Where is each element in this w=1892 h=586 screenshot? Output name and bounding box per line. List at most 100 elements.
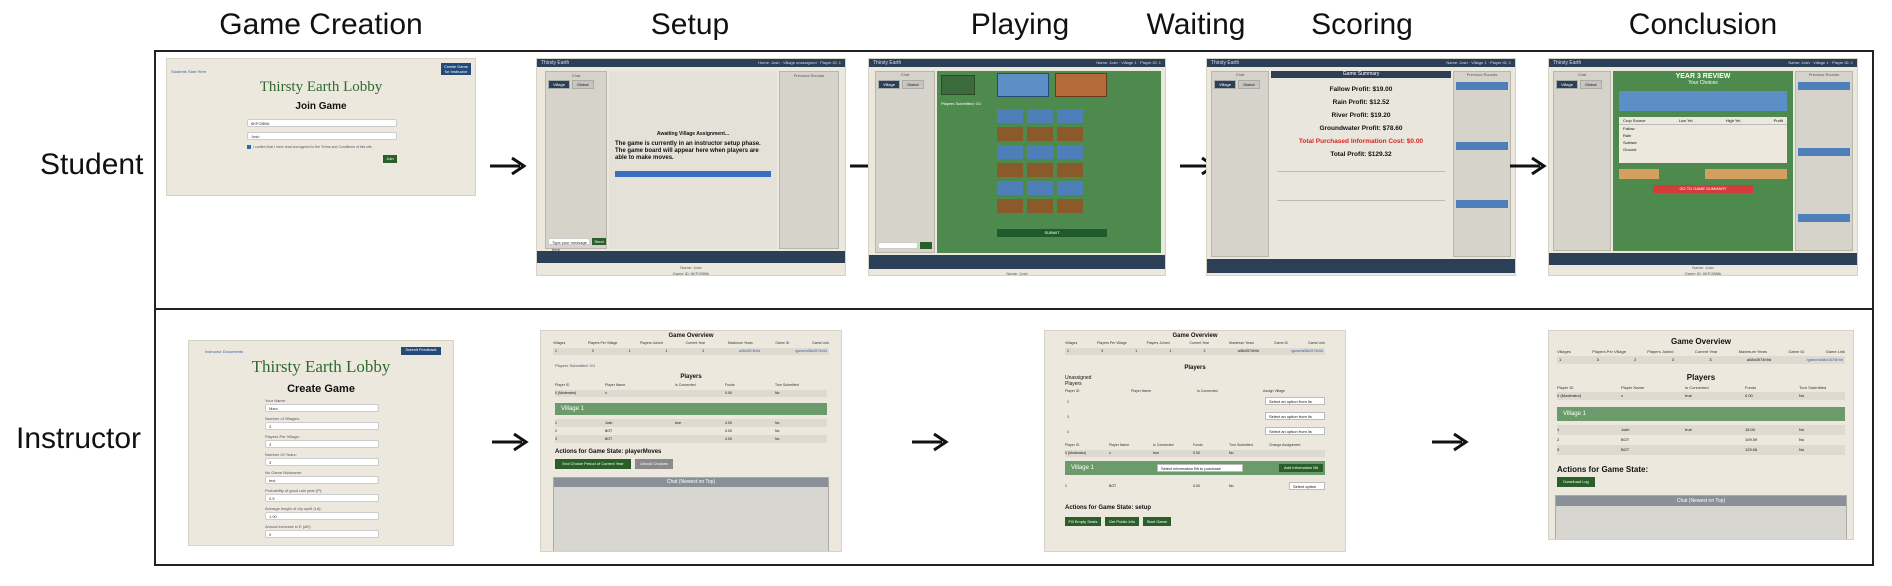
grid-cell[interactable] — [997, 109, 1023, 123]
tab-global[interactable]: Global — [901, 80, 924, 89]
annual-increase-field[interactable]: 0 — [265, 530, 379, 538]
tab-global[interactable]: Global — [1579, 80, 1602, 89]
villages-field[interactable]: 3 — [265, 422, 379, 430]
start-game-button[interactable]: Start Game — [1143, 517, 1171, 526]
tab-village[interactable]: Village — [1214, 80, 1236, 89]
message-input[interactable]: Type your message here — [548, 238, 590, 252]
fill-empty-seats-button[interactable]: Fill Empty Seats — [1065, 517, 1101, 526]
player-turn: No — [775, 421, 780, 425]
end-choice-button[interactable]: End Choice Period of Current Year — [555, 459, 631, 469]
tab-village[interactable]: Village — [1556, 80, 1578, 89]
col-game-id: Game ID — [1274, 341, 1289, 345]
create-game-heading: Create Game — [287, 383, 355, 395]
grid-cell[interactable] — [997, 127, 1023, 141]
grid-cell[interactable] — [1027, 163, 1053, 177]
col-high-yield: High Yel — [1725, 118, 1741, 123]
create-game-button[interactable]: Create Game for Instructor — [441, 63, 471, 75]
weather-strip — [1798, 82, 1850, 90]
download-log-button[interactable]: Download Log — [1557, 477, 1595, 487]
rain-probability-field[interactable]: 0.5 — [265, 494, 379, 502]
col-game-id: Game ID — [775, 341, 790, 345]
tab-village[interactable]: Village — [548, 80, 570, 89]
row-rain: Rain — [1623, 133, 1632, 138]
name-field[interactable]: Josh — [247, 132, 397, 140]
years-field[interactable]: 3 — [265, 458, 379, 466]
submit-button[interactable]: SUBMIT — [997, 229, 1107, 237]
col-player-name: Player Name — [1131, 389, 1152, 393]
players-per-village-field[interactable]: 3 — [265, 440, 379, 448]
col-villages: Villages — [1557, 349, 1571, 354]
assign-village-select[interactable]: Select an option from lis — [1265, 427, 1325, 435]
grid-cell[interactable] — [1057, 163, 1083, 177]
grid-cell[interactable] — [997, 145, 1023, 159]
row-surface: Surface — [1623, 140, 1637, 145]
col-is-connected: Is Connected — [1197, 389, 1218, 393]
grid-cell[interactable] — [997, 181, 1023, 195]
game-link[interactable]: /game/a08c0574h9d — [1806, 357, 1843, 362]
player-funds: 0.00 — [725, 437, 732, 441]
lobby-title: Thirsty Earth Lobby — [251, 357, 391, 376]
profit-box — [1705, 169, 1787, 179]
grid-cell[interactable] — [1027, 127, 1053, 141]
game-summary-button[interactable]: GO TO GAME SUMMARY — [1653, 185, 1753, 193]
info-bit-select[interactable]: Select information Bit to purchase — [1157, 464, 1243, 472]
game-link[interactable]: /game/a08c0574h9d — [1291, 349, 1323, 353]
grid-cell[interactable] — [1057, 127, 1083, 141]
col-change-assignment: Change Assignment — [1269, 443, 1301, 447]
change-assignment-select[interactable]: Select option — [1289, 482, 1325, 490]
send-button[interactable]: Send — [592, 238, 606, 245]
nickname-field[interactable]: test — [265, 476, 379, 484]
add-info-bit-button[interactable]: Add Information Bit — [1279, 464, 1323, 472]
tab-global[interactable]: Global — [1237, 80, 1260, 89]
unlock-choices-button[interactable]: Unlock Choices — [635, 459, 673, 469]
chat-label: Chat — [1235, 72, 1245, 77]
grid-cell[interactable] — [1057, 181, 1083, 195]
arrow-right-icon — [1432, 432, 1469, 452]
val-players-joined: 2 — [1634, 357, 1637, 362]
val-maximum-years: 3 — [1709, 357, 1712, 362]
grid-cell[interactable] — [1027, 109, 1053, 123]
assign-village-select[interactable]: Select an option from lis — [1265, 412, 1325, 420]
player-turn: No — [775, 429, 780, 433]
val-villages: 1 — [1067, 349, 1069, 353]
val-current-year: 3 — [1671, 357, 1674, 362]
game-board: Players Submitted: 0/1 SUBMIT — [937, 71, 1161, 253]
dry-spell-field[interactable]: 1.00 — [265, 512, 379, 520]
game-id-field[interactable]: 6KFOBMk — [247, 119, 397, 127]
weather-strip — [1456, 200, 1508, 208]
your-name-field[interactable]: Marc — [265, 404, 379, 412]
unassigned-player-id: 4 — [1067, 429, 1070, 434]
send-button[interactable] — [920, 242, 932, 249]
students-start-link[interactable]: Students Start Here — [171, 69, 207, 74]
grid-cell[interactable] — [1057, 199, 1083, 213]
get-public-info-button[interactable]: Get Public Info — [1105, 517, 1139, 526]
player-turn: No — [1799, 447, 1805, 452]
tab-global[interactable]: Global — [571, 80, 594, 89]
grid-cell[interactable] — [1027, 199, 1053, 213]
grid-cell[interactable] — [997, 163, 1023, 177]
col-assign-village: Assign Village — [1263, 389, 1285, 393]
stage-title-game-creation: Game Creation — [219, 8, 423, 41]
label-villages: Number of Villages: — [265, 416, 300, 421]
grid-cell[interactable] — [1027, 181, 1053, 195]
label-rain-probability: Probability of good rain year (P): — [265, 488, 323, 493]
app-title: Thirsty Earth — [541, 60, 570, 66]
grid-cell[interactable] — [997, 199, 1023, 213]
tab-village[interactable]: Village — [878, 80, 900, 89]
consent-checkbox[interactable] — [247, 145, 251, 149]
join-button[interactable]: Join — [383, 155, 397, 163]
instructor-documents-link[interactable]: Instructor Documents — [205, 349, 244, 354]
grid-cell[interactable] — [1057, 145, 1083, 159]
moderator-funds: 0.00 — [1745, 393, 1753, 398]
submit-feedback-button[interactable]: Submit Feedback — [401, 347, 441, 355]
message-input[interactable] — [878, 242, 918, 249]
assign-village-select[interactable]: Select an option from lis — [1265, 397, 1325, 405]
game-link[interactable]: /game/a08c0574h9d — [795, 349, 827, 353]
grid-cell[interactable] — [1057, 109, 1083, 123]
moderator-funds: 0.00 — [725, 391, 732, 395]
grid-cell[interactable] — [1027, 145, 1053, 159]
col-is-connected: Is Connected — [675, 383, 696, 387]
